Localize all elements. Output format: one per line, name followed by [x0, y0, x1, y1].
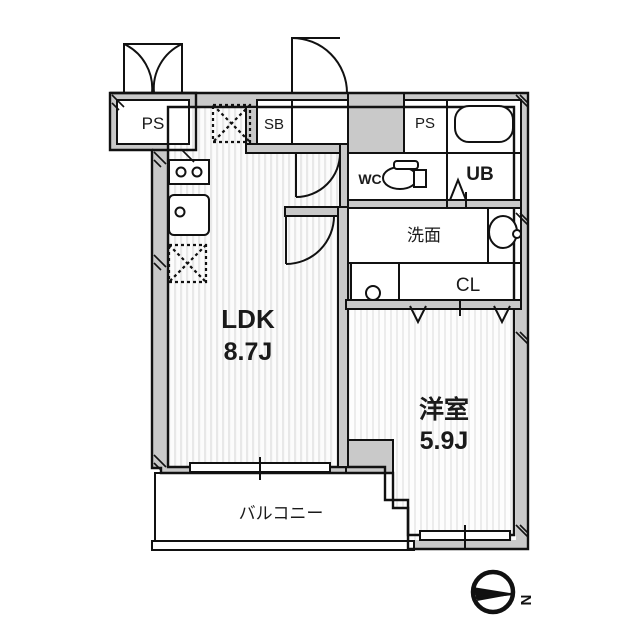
label-wc: WC	[358, 171, 381, 187]
label-sb: SB	[264, 116, 284, 133]
interior-walls	[245, 106, 522, 468]
windows	[189, 457, 511, 548]
appliance-spaces	[167, 103, 252, 284]
ub-room	[446, 152, 522, 208]
kitchen-fixtures	[168, 159, 210, 236]
label-washroom: 洗面	[407, 226, 441, 245]
bedroom-label-area: 5.9J	[420, 427, 469, 455]
ldk-label-name: LDK	[221, 304, 275, 334]
label-ps-left: PS	[142, 114, 165, 133]
corner-hatch-marks	[111, 94, 529, 538]
compass-north-label: N	[517, 595, 534, 606]
sanitary-fixtures	[365, 105, 522, 301]
compass-rose: N	[470, 569, 534, 615]
label-closet: CL	[456, 275, 480, 296]
balcony-label: バルコニー	[239, 504, 324, 523]
ub-folding-door	[449, 177, 467, 208]
doors	[123, 37, 511, 325]
label-ub: UB	[466, 164, 493, 185]
kitchen-sink-icon	[168, 194, 210, 236]
stove-icon	[168, 159, 210, 185]
ps-left-double-door	[123, 43, 183, 94]
label-ps-right: PS	[415, 115, 435, 132]
closet-folding-doors	[409, 300, 511, 325]
washbasin-icon	[488, 215, 522, 249]
ldk-door	[285, 215, 335, 265]
main-room-labels: LDK 8.7J 洋室 5.9J バルコニー	[221, 304, 469, 523]
bathtub-icon	[454, 105, 514, 143]
closet-cl	[398, 262, 522, 307]
entrance-door	[291, 37, 348, 94]
toilet-icon	[382, 160, 427, 190]
genkan-area	[347, 92, 405, 154]
hall-door-upper	[292, 152, 341, 198]
washing-machine-drum-icon	[365, 285, 381, 301]
bedroom-label-name: 洋室	[419, 395, 469, 424]
ldk-label-area: 8.7J	[224, 338, 273, 366]
ps-right-room	[403, 99, 448, 154]
refrigerator-space-icon	[211, 103, 252, 144]
balcony-rail	[151, 540, 415, 551]
washing-machine-space-icon	[167, 243, 208, 284]
room-labels: PS SB PS WC UB 洗面 CL	[142, 114, 494, 296]
